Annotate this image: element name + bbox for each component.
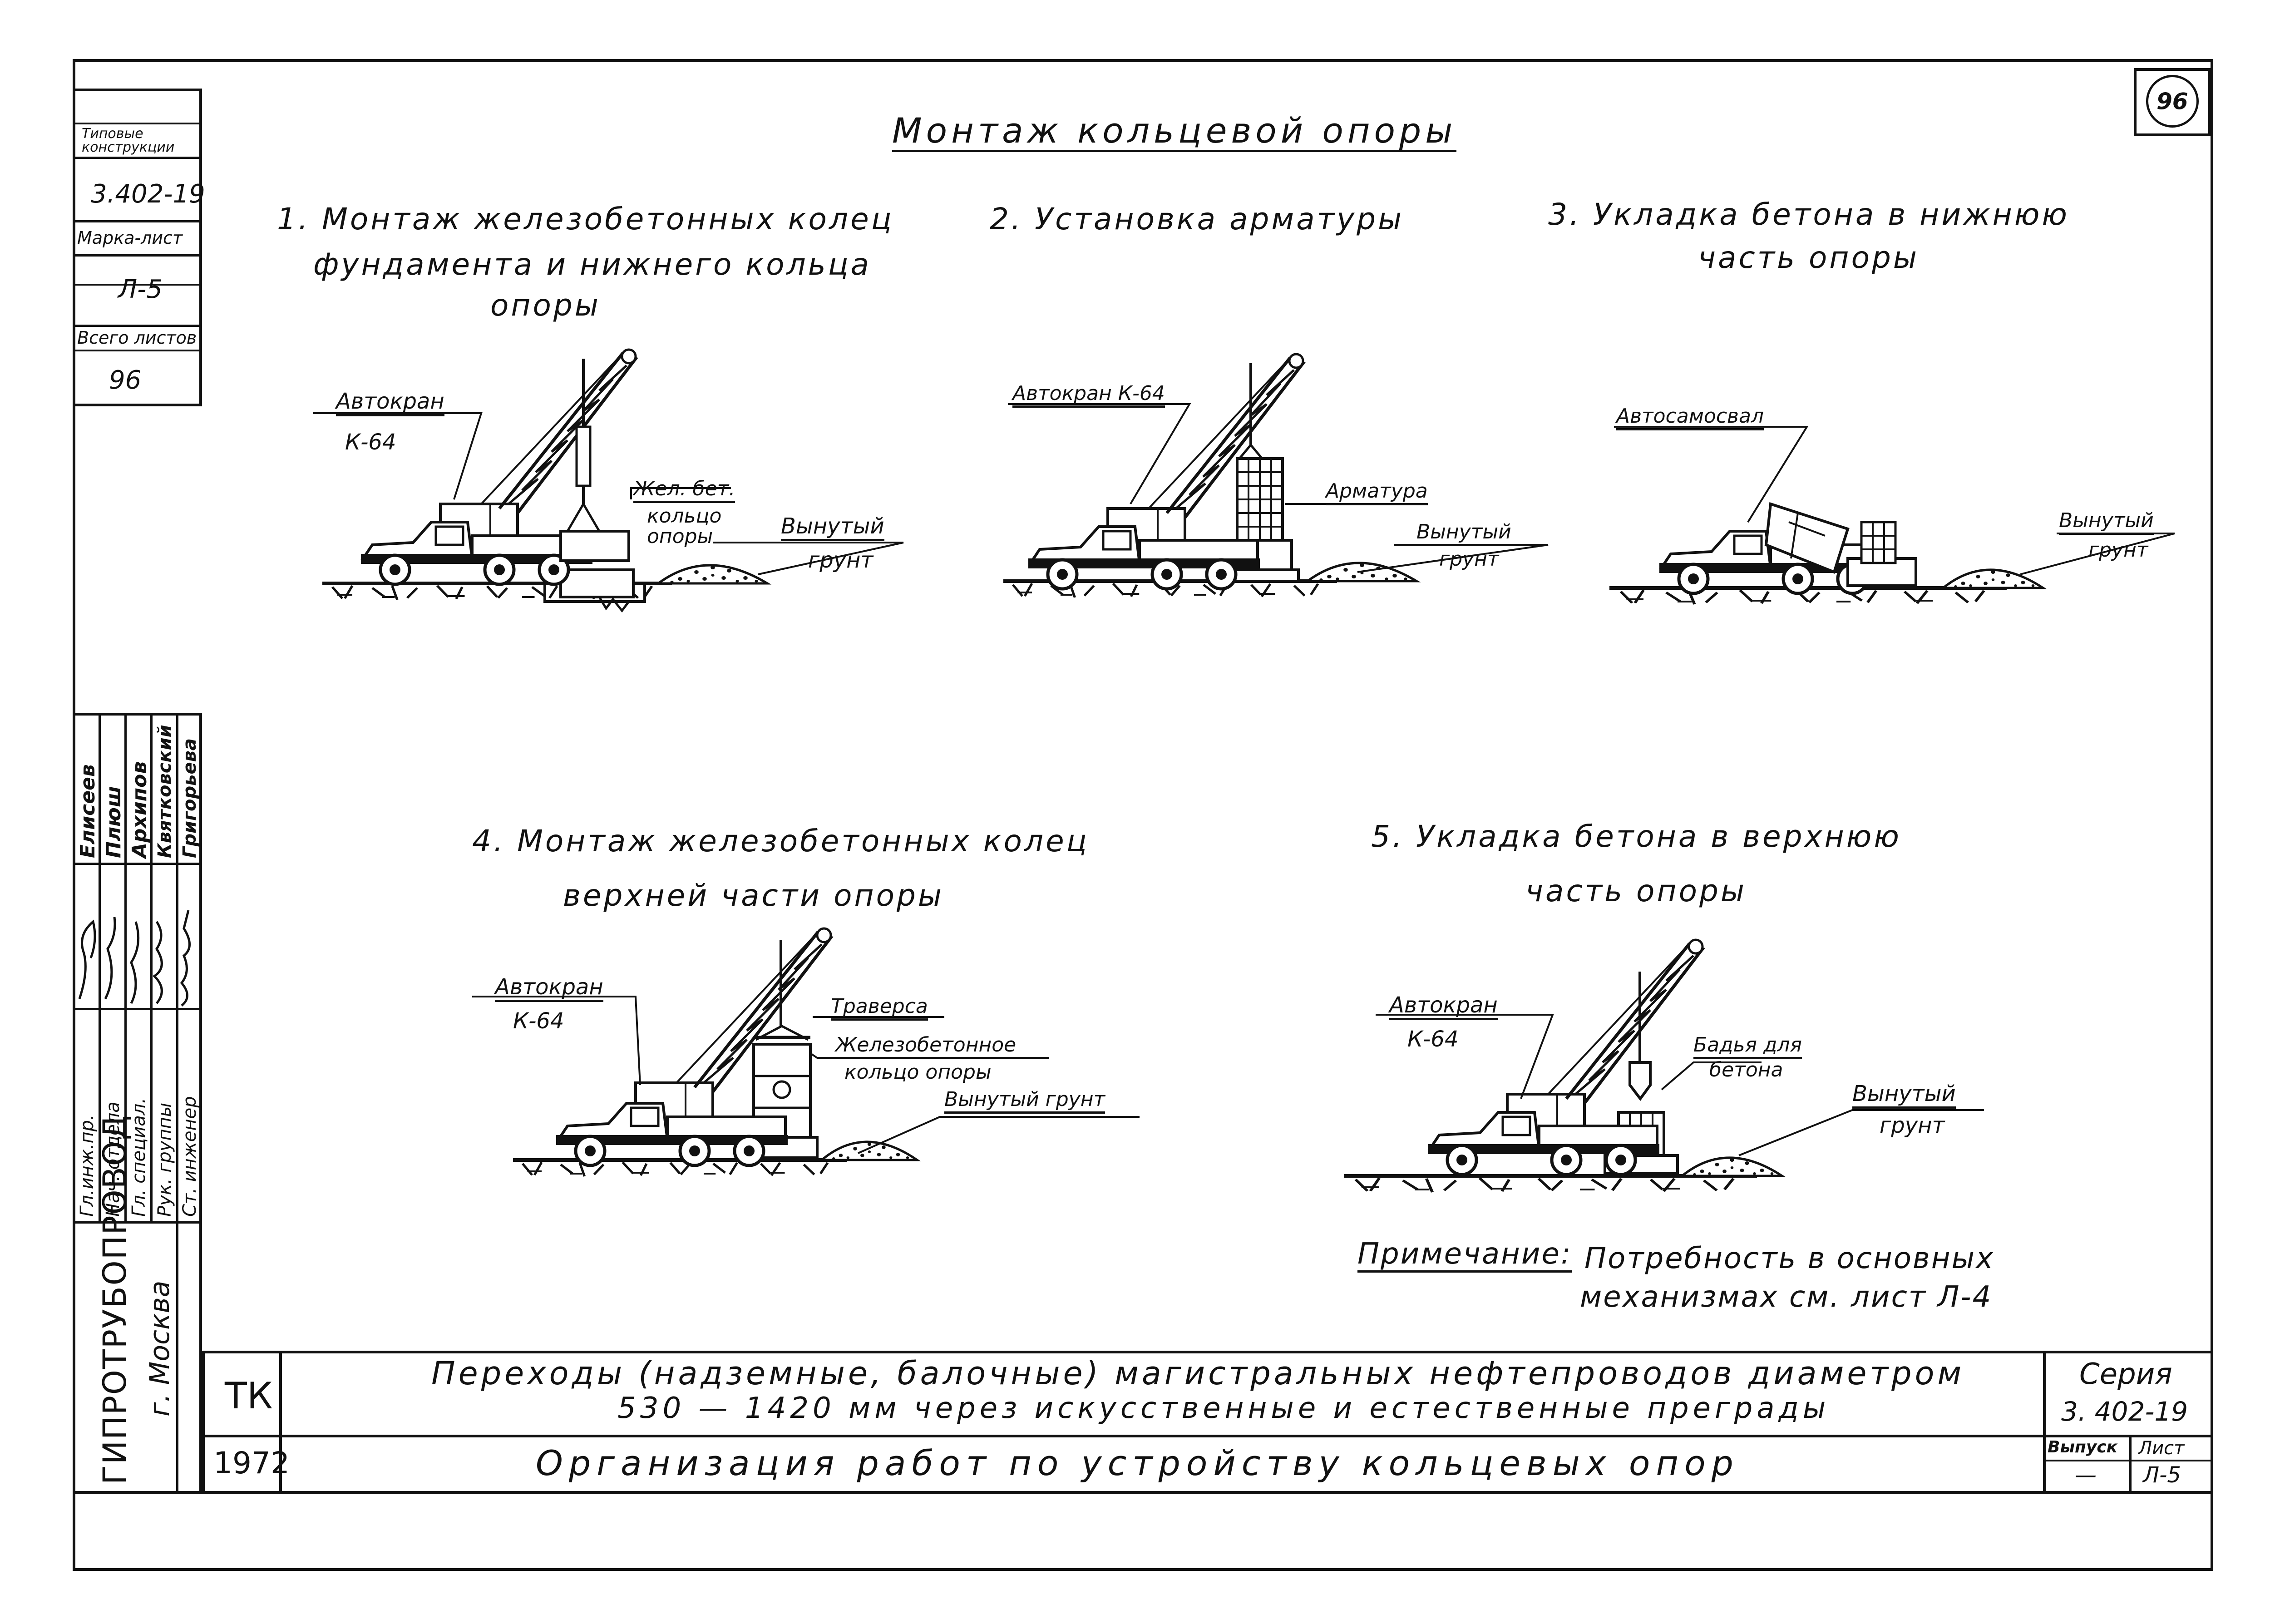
stamp-divider (73, 350, 202, 351)
signature-block (73, 713, 202, 1494)
tb-line2: 530 — 1420 мм через искусственные и есте… (617, 1392, 1830, 1425)
step4-title-line1: 4. Монтаж железобетонных колец (472, 824, 1089, 859)
stamp-divider (73, 254, 202, 257)
note-line1: Потребность в основных (1584, 1242, 1994, 1275)
label-soil-5a: Вынутый (1852, 1083, 1956, 1109)
stamp-mark-label: Марка-лист (77, 228, 183, 248)
tb-line (202, 1435, 2213, 1437)
label-ring-1c: опоры (647, 525, 713, 548)
tb-series-label: Серия (2079, 1357, 2172, 1391)
label-soil-5b: грунт (1880, 1113, 1945, 1138)
label-soil-2b: грунт (1439, 548, 1499, 571)
organization: ГИПРОТРУБОПРОВОД (96, 1114, 133, 1485)
sig-col-line (99, 713, 101, 1221)
label-ring-4b: кольцо опоры (844, 1061, 992, 1084)
label-soil-4: Вынутый грунт (944, 1090, 1105, 1114)
sheet-number-circle (2146, 75, 2199, 128)
stamp-divider (73, 325, 202, 327)
stamp-divider (73, 220, 202, 222)
sheet-number-box (2134, 68, 2211, 136)
label-crane-5: Автокран (1389, 994, 1498, 1020)
stamp-divider (73, 284, 202, 286)
label-ring-1b: кольцо (647, 504, 722, 528)
label-soil-1b: грунт (808, 548, 873, 573)
label-bucket-5b: бетона (1709, 1058, 1783, 1081)
step1-title-line2: фундамента и нижнего кольца (313, 247, 871, 282)
step1-title-line1: 1. Монтаж железобетонных колец (277, 202, 894, 237)
note-label: Примечание: (1357, 1239, 1572, 1273)
label-traverse-4: Траверса (831, 997, 928, 1021)
sig-role: Рук. группы (154, 1102, 175, 1217)
label-soil-3a: Вынутый (2059, 511, 2154, 535)
label-soil-3b: грунт (2088, 538, 2148, 562)
step3-title-line1: 3. Укладка бетона в нижнюю (1548, 197, 2069, 232)
label-ring-4a: Железобетонное (835, 1033, 1017, 1056)
label-crane-2: Автокран К-64 (1012, 384, 1165, 408)
left-stamp (73, 89, 202, 406)
step2-title-line1: 2. Установка арматуры (990, 202, 1404, 237)
tb-issue-value: — (2075, 1462, 2097, 1488)
tb-sheet-value: Л-5 (2143, 1462, 2181, 1488)
label-crane-model-1: К-64 (345, 429, 396, 455)
step3-title-line2: часть опоры (1698, 240, 1919, 275)
step5-title-line2: часть опоры (1525, 874, 1747, 908)
tb-code: ТК (225, 1375, 273, 1417)
label-soil-2a: Вынутый (1416, 522, 1511, 546)
label-soil-1a: Вынутый (781, 515, 884, 541)
sig-col-line (124, 713, 127, 1221)
stamp-mark: Л-5 (118, 275, 163, 304)
sig-col-line (176, 1221, 178, 1494)
sig-col-line (176, 713, 178, 1221)
tb-issue-label: Выпуск (2048, 1438, 2118, 1456)
label-ring-1a: Жел. бет. (633, 479, 735, 503)
tb-line1: Переходы (надземные, балочные) магистрал… (431, 1355, 1965, 1392)
step1-title-line3: опоры (490, 288, 601, 323)
tb-line (2043, 1351, 2046, 1494)
sig-name: Квятковский (154, 725, 175, 858)
drawing-frame (73, 59, 2213, 1571)
stamp-total: 96 (109, 365, 142, 395)
sig-name: Плюш (102, 786, 125, 858)
tb-line3: Организация работ по устройству кольцевы… (536, 1443, 1739, 1483)
tb-line (2043, 1460, 2213, 1461)
label-rebar-2: Арматура (1326, 481, 1428, 505)
label-crane-model-4: К-64 (513, 1008, 564, 1034)
title-block (202, 1351, 2213, 1494)
sig-name: Григорьева (179, 738, 200, 858)
sig-row-line (73, 863, 202, 865)
tb-series-value: 3. 402-19 (2061, 1396, 2188, 1427)
step4-title-line2: верхней части опоры (563, 878, 944, 913)
sig-name: Елисеев (76, 764, 99, 858)
sheet-number: 96 (2156, 88, 2188, 114)
label-crane-1: Автокран (336, 390, 444, 416)
label-crane-model-5: К-64 (1407, 1027, 1459, 1052)
tb-line (279, 1351, 282, 1494)
tb-sheet-label: Лист (2138, 1438, 2185, 1459)
stamp-divider (73, 157, 202, 159)
sig-col-line (150, 713, 153, 1221)
stamp-divider (73, 123, 202, 124)
label-dump-truck-3: Автосамосвал (1616, 406, 1764, 430)
sig-row-line (73, 1008, 202, 1010)
city: г. Москва (144, 1280, 176, 1417)
page-title: Монтаж кольцевой опоры (892, 114, 1457, 152)
note-line2: механизмах см. лист Л-4 (1580, 1280, 1993, 1314)
sig-name: Архипов (128, 761, 151, 858)
stamp-total-label: Всего листов (77, 328, 197, 348)
sig-row-line (73, 1221, 202, 1224)
sig-role: Ст. инженер (179, 1096, 200, 1217)
stamp-type-label: Типовые конструкции (82, 126, 175, 155)
sig-role: Гл.инж.пр. (77, 1114, 98, 1217)
tb-year: 1972 (213, 1446, 290, 1481)
label-bucket-5a: Бадья для (1693, 1035, 1802, 1059)
step5-title-line1: 5. Укладка бетона в верхнюю (1371, 819, 1901, 854)
label-crane-4: Автокран (495, 976, 603, 1002)
tb-line (2129, 1435, 2132, 1494)
stamp-series: 3.402-19 (91, 179, 205, 209)
